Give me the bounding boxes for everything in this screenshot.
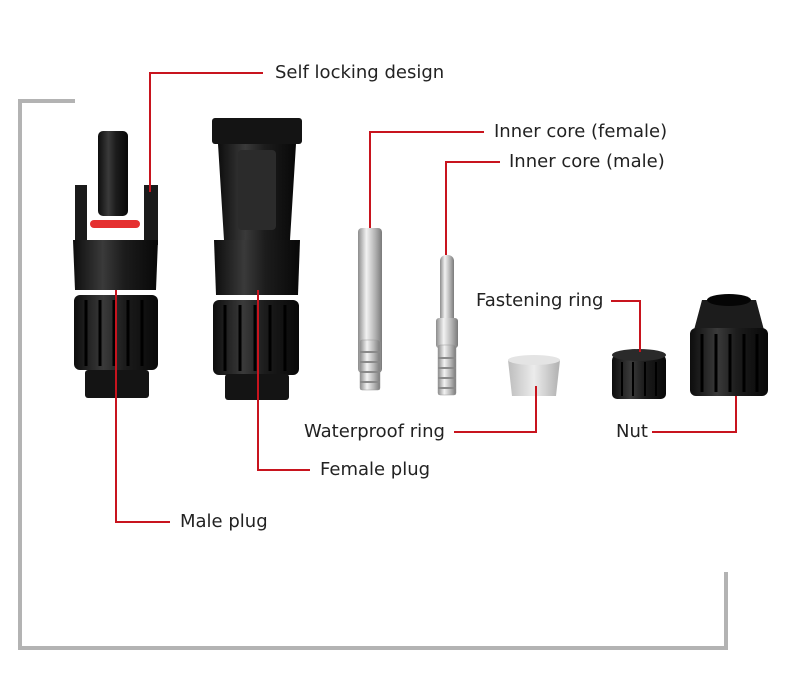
inner-core-male-illustration — [436, 255, 458, 396]
leader-waterproof-ring — [454, 386, 537, 433]
fastening-ring-illustration — [612, 349, 666, 399]
label-waterproof-ring: Waterproof ring — [304, 421, 445, 442]
label-nut: Nut — [616, 421, 648, 442]
nut-illustration — [690, 294, 768, 396]
male-plug-illustration — [73, 131, 158, 398]
leader-female-plug — [257, 290, 310, 471]
label-male-plug: Male plug — [180, 511, 268, 532]
label-inner-core-male: Inner core (male) — [509, 151, 665, 172]
label-inner-core-female: Inner core (female) — [494, 121, 668, 142]
inner-core-female-illustration — [358, 228, 382, 391]
label-self-locking-design: Self locking design — [275, 62, 445, 83]
leader-nut — [652, 396, 737, 433]
leader-inner-core-male — [445, 161, 500, 255]
frame-border — [18, 99, 728, 650]
label-female-plug: Female plug — [320, 459, 431, 480]
leader-inner-core-female — [369, 131, 484, 228]
leader-male-plug — [115, 290, 170, 523]
female-plug-illustration — [212, 118, 302, 400]
leader-fastening-ring — [611, 300, 641, 352]
waterproof-ring-illustration — [508, 355, 560, 396]
label-fastening-ring: Fastening ring — [476, 290, 604, 311]
leader-self-locking — [149, 72, 263, 192]
